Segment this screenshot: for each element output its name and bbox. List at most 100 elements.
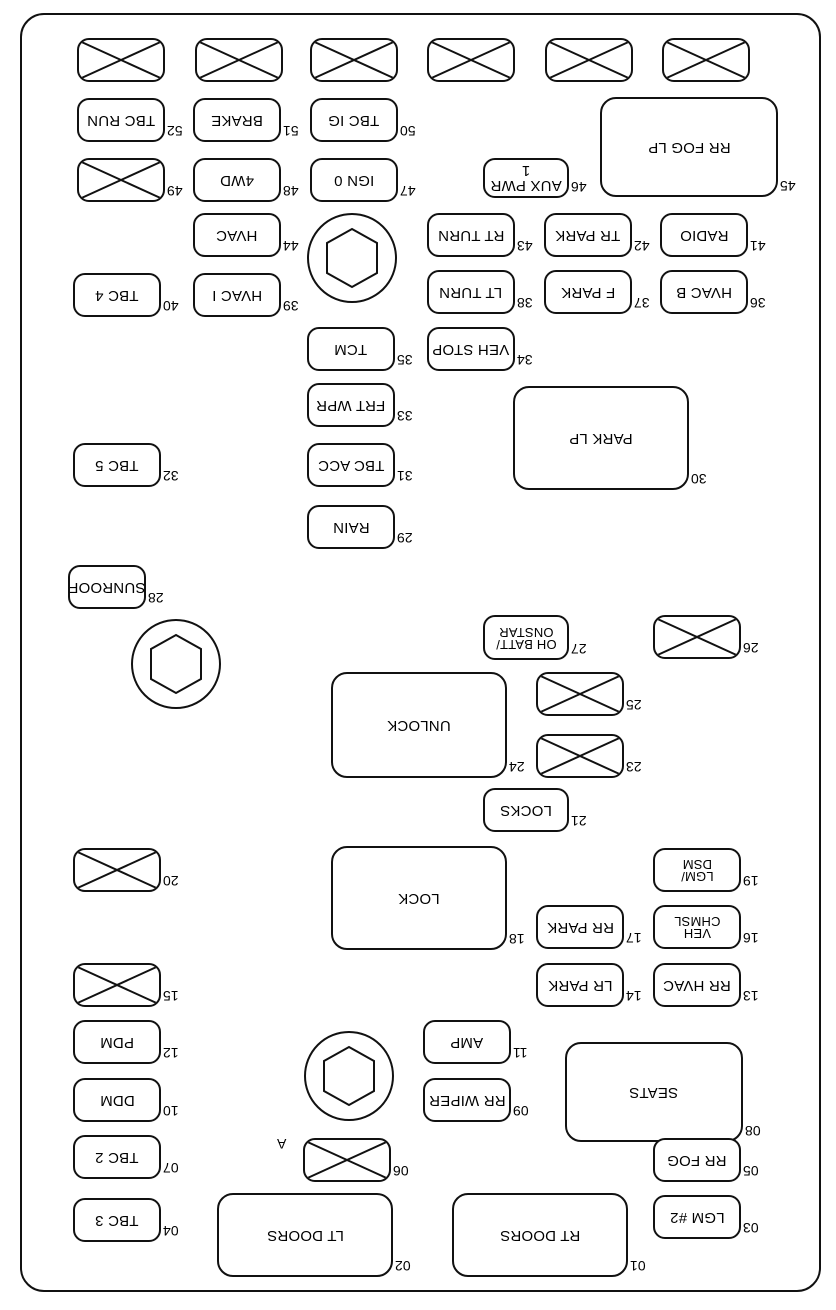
fuse-label: TBC RUN bbox=[86, 111, 156, 129]
fuse-label: TBC ACC bbox=[317, 456, 385, 474]
fuse-number: 33 bbox=[397, 408, 413, 424]
fuse-label: RT DOORS bbox=[499, 1226, 581, 1244]
empty-slot-cross-icon bbox=[664, 40, 748, 80]
fuse-f50: TBC IG bbox=[310, 98, 398, 142]
fuse-number: 45 bbox=[780, 178, 796, 194]
fuse-label: HVAC I bbox=[211, 286, 263, 304]
fuse-number: 38 bbox=[517, 295, 533, 311]
fuse-f39: HVAC I bbox=[193, 273, 281, 317]
fuse-slot-empty bbox=[73, 963, 161, 1007]
empty-slot-cross-icon bbox=[197, 40, 281, 80]
fuse-f52: TBC RUN bbox=[77, 98, 165, 142]
empty-slot-cross-icon bbox=[538, 674, 622, 714]
fuse-slot-empty bbox=[310, 38, 398, 82]
fuse-number: 43 bbox=[517, 238, 533, 254]
fuse-label: OH BATT/ ONSTAR bbox=[495, 624, 557, 652]
fuse-label: TBC 3 bbox=[95, 1211, 139, 1229]
fuse-number: 05 bbox=[743, 1163, 759, 1179]
fuse-slot-empty bbox=[77, 158, 165, 202]
fuse-f47: IGN 0 bbox=[310, 158, 398, 202]
fuse-f44: HVAC bbox=[193, 213, 281, 257]
fuse-label: PARK LP bbox=[569, 429, 633, 447]
fuse-number: 35 bbox=[397, 352, 413, 368]
fuse-number: 29 bbox=[397, 530, 413, 546]
fuse-slot-empty bbox=[545, 38, 633, 82]
fuse-f21: LOCKS bbox=[483, 788, 569, 832]
fuse-number: 04 bbox=[163, 1223, 179, 1239]
fuse-label: F PARK bbox=[560, 283, 616, 301]
hex-bolt-icon bbox=[307, 213, 397, 303]
fuse-number: 14 bbox=[626, 988, 642, 1004]
fuse-label: VEH STOP bbox=[432, 340, 510, 358]
fuse-number: 52 bbox=[167, 123, 183, 139]
fuse-number: 06 bbox=[393, 1163, 409, 1179]
fuse-slot-empty bbox=[73, 848, 161, 892]
fuse-f48: 4WD bbox=[193, 158, 281, 202]
fuse-f34: VEH STOP bbox=[427, 327, 515, 371]
fuse-number: 36 bbox=[750, 295, 766, 311]
fuse-slot-empty bbox=[653, 615, 741, 659]
fuse-f16: VEH CHMSL bbox=[653, 905, 741, 949]
fuse-f29: RAIN bbox=[307, 505, 395, 549]
fuse-f31: TBC ACC bbox=[307, 443, 395, 487]
fuse-label: RR PARK bbox=[546, 918, 614, 936]
fuse-f36: HVAC B bbox=[660, 270, 748, 314]
fuse-label: RR FOG bbox=[667, 1151, 727, 1169]
fuse-label: RAIN bbox=[332, 518, 370, 536]
empty-slot-cross-icon bbox=[75, 850, 159, 890]
fuse-number: 07 bbox=[163, 1160, 179, 1176]
fuse-label: PDM bbox=[100, 1033, 134, 1051]
fuse-f17: RR PARK bbox=[536, 905, 624, 949]
empty-slot-cross-icon bbox=[547, 40, 631, 80]
fuse-number: 24 bbox=[509, 759, 525, 775]
fuse-number: 51 bbox=[283, 123, 299, 139]
fuse-number: 20 bbox=[163, 873, 179, 889]
fuse-label: IGN 0 bbox=[333, 171, 375, 189]
fuse-number: 28 bbox=[148, 590, 164, 606]
fuse-slot-empty bbox=[77, 38, 165, 82]
fuse-label: LGM/ DSM bbox=[680, 857, 714, 884]
fuse-number: 32 bbox=[163, 468, 179, 484]
fuse-label: LT TURN bbox=[439, 283, 503, 301]
fuse-number: 37 bbox=[634, 295, 650, 311]
fuse-label: RR FOG LP bbox=[647, 138, 731, 156]
fuse-f13: RR HVAC bbox=[653, 963, 741, 1007]
empty-slot-cross-icon bbox=[312, 40, 396, 80]
fuse-number: 09 bbox=[513, 1103, 529, 1119]
fuse-f24: UNLOCK bbox=[331, 672, 507, 778]
fuse-label: DDM bbox=[99, 1091, 135, 1109]
fuse-f33: FRT WPR bbox=[307, 383, 395, 427]
fuse-number: 10 bbox=[163, 1103, 179, 1119]
fuse-label: HVAC bbox=[216, 226, 258, 244]
fuse-label: TBC 5 bbox=[95, 456, 139, 474]
fuse-f41: RADIO bbox=[660, 213, 748, 257]
fuse-label: LOCK bbox=[398, 889, 440, 907]
fuse-number: 40 bbox=[163, 298, 179, 314]
fuse-number: 39 bbox=[283, 298, 299, 314]
fuse-number: 47 bbox=[400, 183, 416, 199]
fuse-number: 44 bbox=[283, 238, 299, 254]
fuse-label: 4WD bbox=[220, 171, 254, 189]
fuse-slot-empty bbox=[303, 1138, 391, 1182]
empty-slot-cross-icon bbox=[75, 965, 159, 1005]
fuse-number: 50 bbox=[400, 123, 416, 139]
fuse-f37: F PARK bbox=[544, 270, 632, 314]
fuse-number: 27 bbox=[571, 641, 587, 657]
fuse-number: 31 bbox=[397, 468, 413, 484]
fuse-number: 08 bbox=[745, 1123, 761, 1139]
fuse-label: RADIO bbox=[679, 226, 729, 244]
fuse-slot-empty bbox=[536, 734, 624, 778]
fuse-f11: AMP bbox=[423, 1020, 511, 1064]
fuse-f12: PDM bbox=[73, 1020, 161, 1064]
fuse-f02: LT DOORS bbox=[217, 1193, 393, 1277]
fuse-number: 23 bbox=[626, 759, 642, 775]
fuse-f14: LR PARK bbox=[536, 963, 624, 1007]
fuse-label: TBC IG bbox=[328, 111, 380, 129]
fuse-number: 34 bbox=[517, 352, 533, 368]
fuse-label: UNLOCK bbox=[387, 716, 451, 734]
fuse-number: 26 bbox=[743, 640, 759, 656]
empty-slot-cross-icon bbox=[538, 736, 622, 776]
fuse-number: 21 bbox=[571, 813, 587, 829]
fuse-label: RR HVAC bbox=[663, 976, 731, 994]
empty-slot-cross-icon bbox=[79, 160, 163, 200]
